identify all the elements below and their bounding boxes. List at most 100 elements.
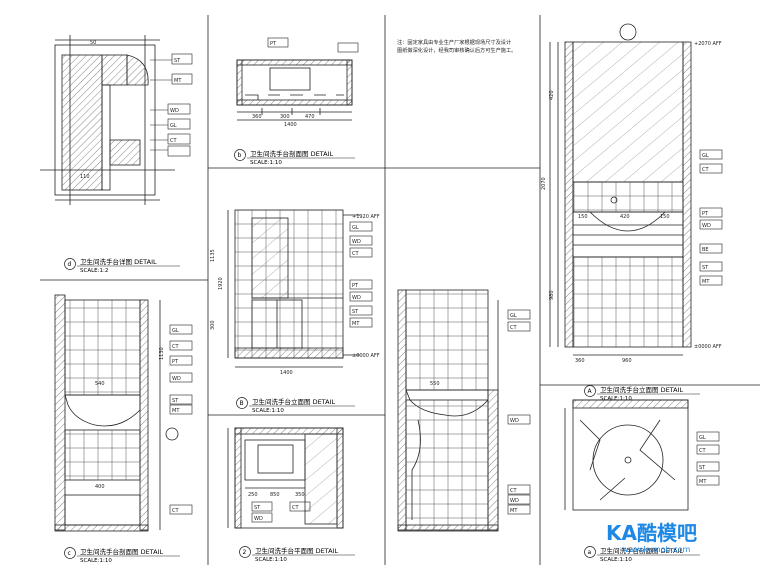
detail-d-drawing — [40, 35, 175, 205]
tag-a-wd: WD — [510, 418, 519, 424]
tag-mt: MT — [174, 78, 182, 84]
note-line-2: 图纸做深化设计，经我司审核确认后方可生产施工。 — [397, 46, 516, 54]
title-d: 卫生间洗手台详图 DETAIL — [80, 257, 157, 266]
dim-bel-2: 300 — [210, 320, 216, 330]
marker-2: 2 — [243, 549, 247, 556]
tag-pa-mt: MT — [699, 479, 707, 485]
marker-b: b — [238, 152, 242, 159]
tag-gl: GL — [170, 123, 177, 129]
tag-a-mt: MT — [510, 508, 518, 514]
tag-a-ct: CT — [510, 325, 517, 331]
tag-pa-gl: GL — [699, 435, 706, 441]
section-c-tags — [169, 324, 193, 515]
detail-b-elevation-tags — [349, 221, 373, 328]
scale-c: SCALE:1:10 — [80, 558, 112, 564]
dim-sa-1: 550 — [430, 381, 440, 387]
marker-d: d — [68, 261, 72, 268]
tag-c-gl: GL — [172, 328, 179, 334]
title-block-d: d 卫生间洗手台详图 DETAIL SCALE:1:2 — [64, 257, 180, 274]
dim-b-total: 1400 — [284, 122, 297, 128]
tag-pa-st: ST — [699, 465, 706, 471]
dim-b-1: 360 — [252, 114, 262, 120]
dim-bel-3: 1920 — [218, 277, 224, 290]
title-A: 卫生间洗手台立面图 DETAIL — [600, 385, 684, 394]
scale-b: SCALE:1:10 — [250, 160, 282, 166]
dim-ea-5: 960 — [622, 358, 632, 364]
tag-ea-mt: MT — [702, 279, 710, 285]
dim-sc-2: 1130 — [159, 347, 165, 360]
tag-ea-be: BE — [702, 247, 709, 253]
tag-ea-st: ST — [702, 265, 709, 271]
dim-p2-3: 350 — [295, 492, 305, 498]
title-2: 卫生间洗手台平面图 DETAIL — [255, 546, 339, 555]
dim-ea-3: 150 — [660, 214, 670, 220]
tag-c-st: ST — [172, 398, 179, 404]
title-b: 卫生间洗手台剖面图 DETAIL — [250, 149, 334, 158]
tag-pa-ct: CT — [699, 448, 706, 454]
title-block-2: 2 卫生间洗手台平面图 DETAIL SCALE:1:10 — [239, 546, 355, 563]
tag-b-gl: GL — [352, 225, 359, 231]
title-block-A: A 卫生间洗手台立面图 DETAIL SCALE:1:10 — [584, 385, 700, 402]
tag-st: ST — [174, 58, 181, 64]
dim-ea-8: 980 — [549, 290, 555, 300]
scale-a: SCALE:1:10 — [600, 557, 632, 563]
tag-a-ct2: CT — [510, 488, 517, 494]
dim-ea-1: 150 — [578, 214, 588, 220]
tag-b-ct: CT — [352, 251, 359, 257]
title-B: 卫生间洗手台立面图 DETAIL — [252, 397, 336, 406]
elevation-a-tags — [699, 149, 723, 286]
watermark-url: www.kumob.com — [622, 545, 690, 554]
dim-b-2: 300 — [280, 114, 290, 120]
tag-b-st: ST — [352, 309, 359, 315]
level-b-bottom: ±0000 AFF — [352, 353, 380, 359]
scale-d: SCALE:1:2 — [80, 268, 108, 274]
tag-a-gl: GL — [510, 313, 517, 319]
dim-ea-7: 420 — [549, 90, 555, 100]
scale-2: SCALE:1:10 — [255, 557, 287, 563]
dim-sc-3: 400 — [95, 484, 105, 490]
marker-a: a — [588, 549, 592, 556]
tag-b-wd: WD — [352, 239, 361, 245]
elevation-a-drawing — [549, 23, 692, 356]
dim-ea-2: 420 — [620, 214, 630, 220]
marker-c: c — [68, 550, 71, 557]
tag-c-ct2: CT — [172, 508, 179, 514]
detail-b-drawing — [236, 59, 353, 121]
dim-d-2: 110 — [80, 174, 90, 180]
level-b-top: +1920 AFF — [352, 214, 380, 220]
plan-2-tags — [251, 501, 311, 523]
plan-a-tags — [696, 431, 720, 486]
section-c-drawing — [54, 294, 179, 532]
dim-sc-1: 540 — [95, 381, 105, 387]
detail-b-elevation-drawing — [227, 209, 360, 368]
scale-A: SCALE:1:10 — [600, 396, 632, 402]
dim-d-1: 50 — [90, 40, 96, 46]
marker-B: B — [240, 400, 244, 407]
tag-c-mt: MT — [172, 408, 180, 414]
tag-ct: CT — [170, 138, 177, 144]
note-line-1: 注：固定家具由专业生产厂家根据现场尺寸及设计 — [397, 38, 511, 46]
tag-a-wd2: WD — [510, 498, 519, 504]
level-a-top: +2070 AFF — [694, 41, 722, 47]
title-a: 卫生间洗手台剖面图 DETAIL — [600, 546, 684, 555]
watermark-logo: KA酷模吧 — [606, 521, 697, 545]
tag-b-mt: MT — [352, 321, 360, 327]
tag-pt: PT — [270, 41, 277, 47]
sheet-grid — [40, 15, 760, 565]
tag-p2-ct: CT — [292, 505, 299, 511]
plan-a-drawing — [564, 399, 689, 511]
dim-p2-1: 250 — [248, 492, 258, 498]
dim-bel-width: 1400 — [280, 370, 293, 376]
level-a-bottom: ±0000 AFF — [694, 344, 722, 350]
title-c: 卫生间洗手台剖面图 DETAIL — [80, 547, 164, 556]
tag-ea-gl: GL — [702, 153, 709, 159]
tag-ea-wd: WD — [702, 223, 711, 229]
detail-b-tags — [267, 37, 359, 53]
title-block-a: a 卫生间洗手台剖面图 DETAIL SCALE:1:10 — [584, 546, 700, 563]
tag-p2-wd: WD — [254, 516, 263, 522]
tag-p2-st: ST — [254, 505, 261, 511]
detail-d-tags — [150, 53, 193, 157]
section-a-drawing — [397, 289, 499, 532]
dim-bel-1: 1135 — [210, 249, 216, 262]
